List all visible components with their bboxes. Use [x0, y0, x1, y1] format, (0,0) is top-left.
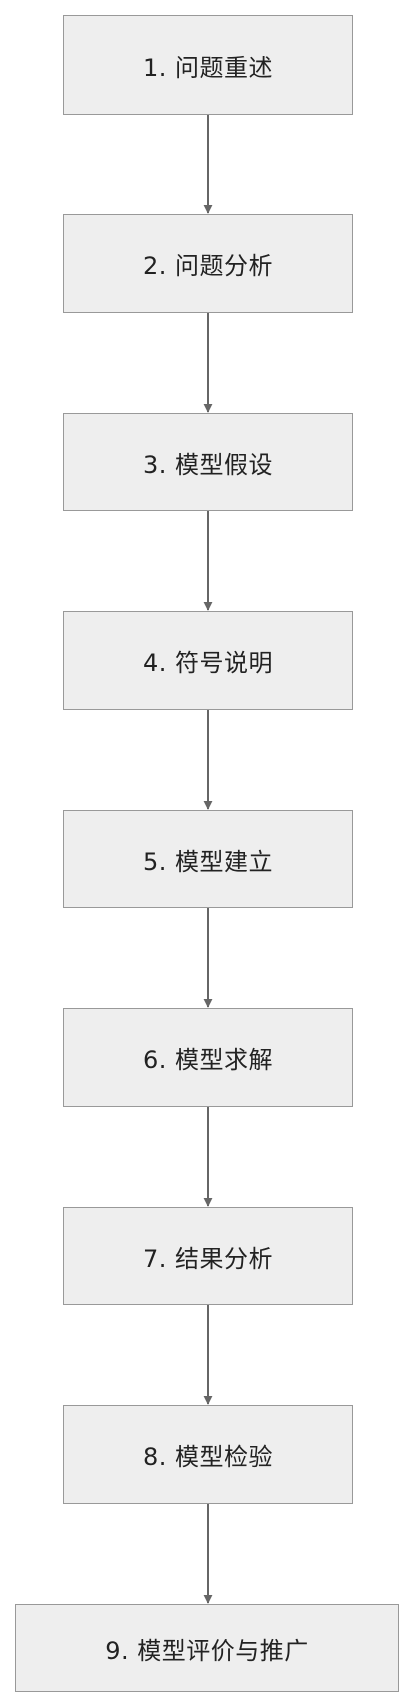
- node-label: 6. 模型求解: [142, 1046, 274, 1074]
- node-model-validation: 8. 模型检验: [63, 1405, 353, 1504]
- node-problem-restatement: 1. 问题重述: [63, 15, 353, 115]
- node-result-analysis: 7. 结果分析: [63, 1207, 353, 1305]
- node-model-assumptions: 3. 模型假设: [63, 413, 353, 511]
- node-label: 8. 模型检验: [142, 1443, 274, 1471]
- node-label: 4. 符号说明: [142, 649, 274, 677]
- node-symbol-description: 4. 符号说明: [63, 611, 353, 710]
- node-label: 1. 问题重述: [142, 53, 274, 82]
- node-problem-analysis: 2. 问题分析: [63, 214, 353, 313]
- node-label: 2. 问题分析: [142, 252, 274, 280]
- node-label: 7. 结果分析: [142, 1244, 274, 1273]
- node-label: 5. 模型建立: [142, 847, 274, 876]
- node-label: 3. 模型假设: [142, 450, 274, 479]
- node-label: 9. 模型评价与推广: [105, 1636, 309, 1665]
- node-model-evaluation-extension: 9. 模型评价与推广: [15, 1604, 399, 1692]
- node-model-construction: 5. 模型建立: [63, 810, 353, 908]
- node-model-solution: 6. 模型求解: [63, 1008, 353, 1107]
